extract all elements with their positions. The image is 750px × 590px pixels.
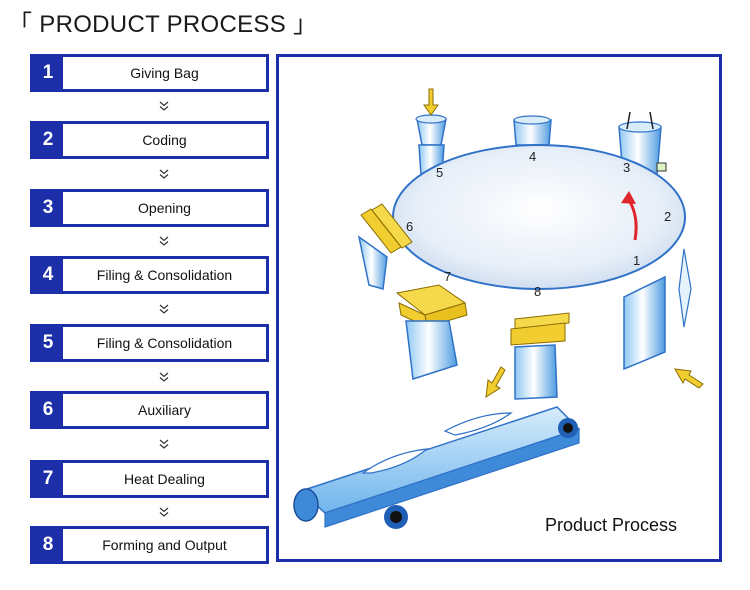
chevron-down-icon <box>159 372 169 382</box>
step-number: 4 <box>33 259 63 291</box>
step-number: 3 <box>33 192 63 224</box>
step-number: 6 <box>33 394 63 426</box>
station-8-jaws <box>510 312 570 400</box>
step-6: 6 Auxiliary <box>30 391 269 429</box>
step-label: Filing & Consolidation <box>96 267 233 283</box>
step-label: Forming and Output <box>102 537 227 553</box>
step-1: 1 Giving Bag <box>30 54 269 92</box>
chevron-down-icon <box>159 439 169 449</box>
arrow-down-icon <box>423 88 439 116</box>
chevron-down-icon <box>159 507 169 517</box>
chevron-down-icon <box>159 304 169 314</box>
step-label: Auxiliary <box>138 402 191 418</box>
diagram-caption: Product Process <box>545 515 677 535</box>
station-label: 5 <box>436 165 443 180</box>
step-label: Coding <box>142 132 187 148</box>
step-number: 7 <box>33 463 63 495</box>
station-label: 8 <box>534 284 541 299</box>
process-diagram-panel: 1 2 3 4 5 6 7 8 <box>276 54 722 562</box>
station-label: 4 <box>529 149 536 164</box>
bag-supply <box>623 248 692 371</box>
step-number: 2 <box>33 124 63 156</box>
step-label: Filing & Consolidation <box>96 335 233 351</box>
arrow-down-left-icon <box>485 366 506 398</box>
chevron-down-icon <box>159 101 169 111</box>
page-title: 「 PRODUCT PROCESS 」 <box>8 11 318 38</box>
step-2: 2 Coding <box>30 121 269 159</box>
arrow-left-icon <box>674 368 704 389</box>
pouch-station-3 <box>618 111 667 176</box>
step-label: Giving Bag <box>130 65 199 81</box>
step-3: 3 Opening <box>30 189 269 227</box>
station-label: 1 <box>633 253 640 268</box>
conveyor-belt <box>293 406 581 529</box>
chevron-down-icon <box>159 169 169 179</box>
chevron-down-icon <box>159 236 169 246</box>
station-6-jaws <box>357 203 413 290</box>
rotary-table <box>392 144 686 290</box>
rotation-arrow-icon <box>621 191 638 241</box>
step-label: Heat Dealing <box>124 471 205 487</box>
step-number: 1 <box>33 57 63 89</box>
station-label: 7 <box>444 269 451 284</box>
station-label: 3 <box>623 160 630 175</box>
step-label: Opening <box>138 200 191 216</box>
station-7-jaws <box>395 284 468 380</box>
pouch-station-4 <box>513 115 552 146</box>
step-number: 8 <box>33 529 63 561</box>
station-label: 6 <box>406 219 413 234</box>
step-number: 5 <box>33 327 63 359</box>
step-5: 5 Filing & Consolidation <box>30 324 269 362</box>
station-label: 2 <box>664 209 671 224</box>
step-8: 8 Forming and Output <box>30 526 269 564</box>
rotary-machine-illustration: 1 2 3 4 5 6 7 8 <box>293 88 704 535</box>
step-7: 7 Heat Dealing <box>30 460 269 498</box>
step-4: 4 Filing & Consolidation <box>30 256 269 294</box>
